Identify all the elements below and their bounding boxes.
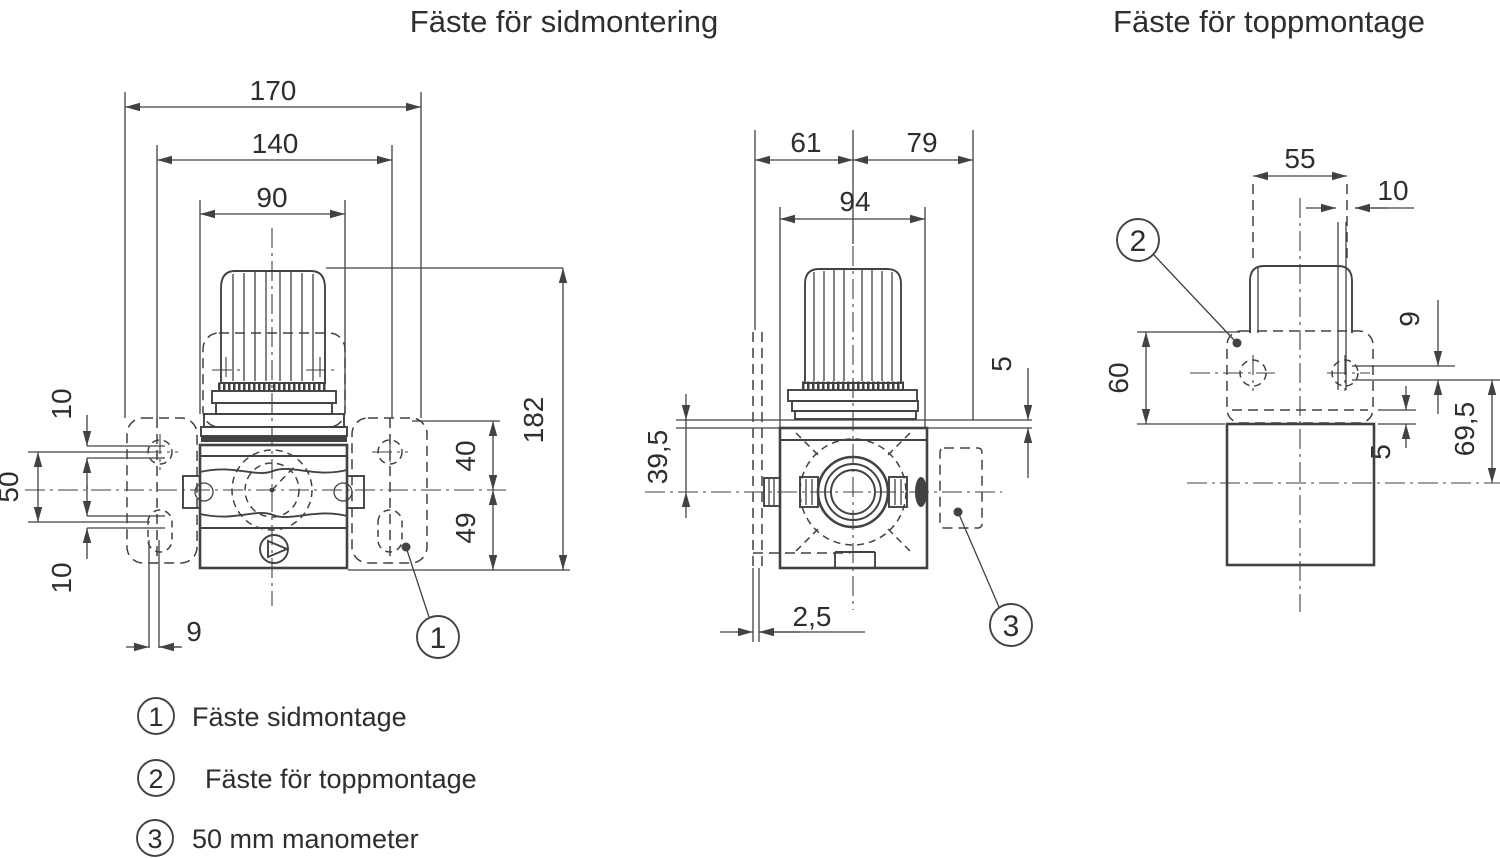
dim-9: 9 (1394, 311, 1425, 327)
regulator-profile (763, 268, 929, 570)
casting-contour-lower (199, 512, 348, 518)
collar-flange (203, 413, 345, 428)
dim-49: 49 (450, 512, 481, 543)
regulator-front (182, 270, 365, 570)
legend-row-2: 2 Fäste för toppmontage (137, 759, 477, 797)
dim-10-bottom: 10 (46, 562, 77, 593)
body-outline (198, 443, 349, 570)
legend-row-1: 1 Fäste sidmontage (137, 697, 407, 735)
collar-step-2 (791, 400, 919, 412)
drain-symbol (259, 534, 289, 564)
callout-2: 2 (1116, 218, 1242, 348)
dim-69-5: 69,5 (1449, 402, 1480, 457)
extension-lines (1137, 184, 1500, 425)
top-bracket-hidden (1190, 330, 1374, 424)
callout-3: 3 (953, 507, 1033, 647)
view-front-side-mount: 170 140 90 10 50 10 9 40 49 182 (0, 75, 570, 659)
bracket-profile-hidden (752, 332, 850, 642)
legend-balloon-2 (137, 759, 175, 797)
dim-140: 140 (252, 128, 299, 159)
knob-ribs (813, 270, 893, 381)
leader-dot (1232, 338, 1242, 348)
boss-hidden-circle (799, 438, 907, 546)
legend: 1 Fäste sidmontage 2 Fäste för toppmonta… (136, 697, 477, 857)
dim-5: 5 (1365, 444, 1396, 460)
dim-2-5: 2,5 (793, 601, 832, 632)
extension-lines (28, 92, 570, 571)
dim-61: 61 (790, 127, 821, 158)
manometer-position-hidden (939, 447, 983, 529)
outlet-seal (915, 477, 927, 507)
dimension-lines (33, 102, 568, 652)
legend-balloon-1 (137, 697, 175, 735)
title-side-mount: Fäste för sidmontering (410, 4, 718, 39)
side-bracket-left (87, 417, 198, 648)
bonnet-band (200, 426, 348, 437)
boss-left (799, 476, 819, 508)
callout-balloon (989, 603, 1033, 647)
view-side-profile: 61 79 94 5 39,5 2,5 (642, 127, 1033, 647)
dim-60: 60 (1103, 362, 1134, 393)
callout-1: 1 (401, 542, 460, 659)
collar-step-1 (211, 390, 337, 404)
boss-right (888, 476, 908, 508)
casting-contour-upper (199, 468, 348, 474)
legend-num-2: 2 (148, 764, 163, 794)
legend-row-3: 3 50 mm manometer (136, 819, 419, 857)
body-top-view (1225, 422, 1376, 567)
dim-94: 94 (839, 186, 870, 217)
legend-num-3: 3 (147, 824, 162, 854)
callout-balloon (416, 615, 460, 659)
leader-line (957, 511, 1000, 608)
knob-outline (220, 270, 326, 384)
leader-line (1152, 253, 1236, 342)
seal-band (201, 436, 347, 442)
legend-num-1: 1 (148, 702, 163, 732)
knob-ribs (232, 272, 314, 381)
dim-9: 9 (186, 616, 202, 647)
dim-10: 10 (1377, 175, 1408, 206)
legend-label-1: Fäste sidmontage (192, 702, 407, 732)
collar-step-2 (215, 402, 333, 415)
view-top-mount: 55 10 60 9 5 69,5 2 (1103, 143, 1500, 612)
extension-lines (676, 130, 1032, 429)
port-right (346, 475, 365, 509)
port-left (182, 475, 201, 509)
callout-balloon (1116, 218, 1160, 262)
title-top-mount: Fäste för toppmontage (1113, 4, 1425, 39)
collar-step-3 (794, 410, 917, 420)
top-bracket-hidden (202, 332, 346, 428)
callout-2-number: 2 (1130, 225, 1147, 258)
dim-79: 79 (906, 127, 937, 158)
side-screw (763, 477, 781, 507)
dim-50: 50 (0, 471, 24, 502)
leader-line (405, 546, 430, 618)
side-bracket-right (351, 417, 428, 564)
dim-40: 40 (450, 440, 481, 471)
dim-182: 182 (518, 397, 549, 444)
dim-5-gap: 5 (986, 356, 1017, 372)
callout-1-number: 1 (430, 622, 447, 655)
gauge-hidden-outline (231, 449, 313, 531)
legend-label-3: 50 mm manometer (192, 824, 419, 854)
knob-top-view (1249, 222, 1353, 390)
legend-balloon-3 (136, 819, 174, 857)
dim-10-top: 10 (46, 388, 77, 419)
dim-90: 90 (256, 182, 287, 213)
knob-outline (804, 268, 902, 384)
dim-39-5: 39,5 (642, 430, 673, 485)
dimension-lines (1141, 171, 1497, 483)
legend-label-2: Fäste för toppmontage (205, 764, 477, 794)
casting-hidden-lines (795, 432, 911, 552)
dim-55: 55 (1284, 143, 1315, 174)
callout-3-number: 3 (1003, 610, 1020, 643)
dimension-lines (681, 155, 1033, 637)
dim-170: 170 (250, 75, 297, 106)
